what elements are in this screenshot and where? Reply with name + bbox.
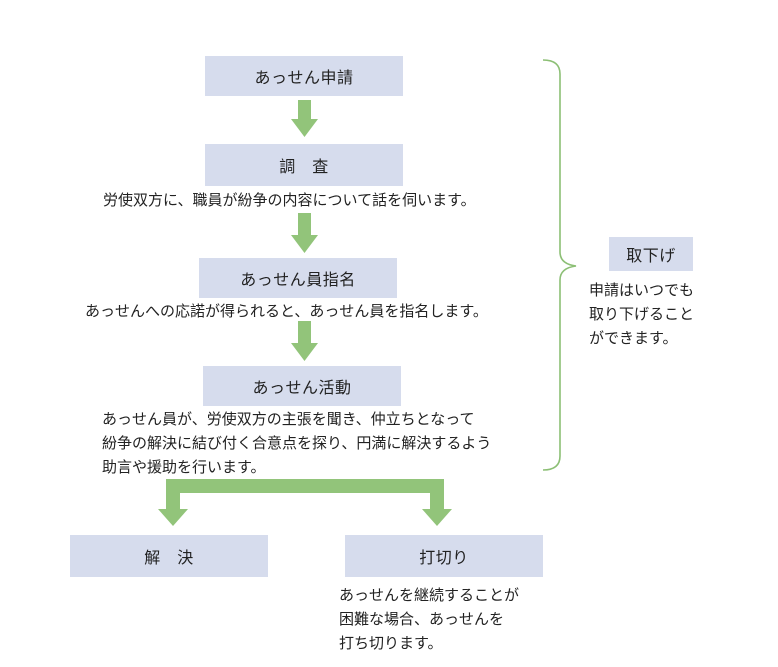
- outcome-terminate-description: あっせんを継続することが 困難な場合、あっせんを 打ち切ります。: [339, 583, 519, 655]
- arrow-down-2: [291, 213, 318, 253]
- outcome-terminate-box: 打切り: [345, 535, 543, 577]
- step-survey-box: 調 査: [205, 144, 403, 186]
- outcome-terminate-desc-line: あっせんを継続することが: [339, 586, 520, 604]
- split-arrow: [158, 479, 452, 526]
- step-apply-label: あっせん申請: [254, 68, 354, 87]
- step-activity-desc-line: 助言や援助を行います。: [102, 458, 266, 476]
- step-activity-box: あっせん活動: [203, 366, 401, 406]
- withdraw-bracket: [542, 59, 577, 471]
- withdraw-desc-line: 申請はいつでも: [589, 281, 695, 299]
- step-appoint-box: あっせん員指名: [199, 258, 397, 298]
- outcome-terminate-desc-line: 困難な場合、あっせんを: [339, 610, 505, 628]
- step-apply-box: あっせん申請: [205, 56, 403, 96]
- step-activity-description: あっせん員が、労使双方の主張を聞き、仲立ちとなって 紛争の解決に結び付く合意点を…: [102, 407, 491, 479]
- step-survey-description: 労使双方に、職員が紛争の内容について話を伺います。: [103, 191, 476, 209]
- withdraw-desc-line: ができます。: [589, 329, 678, 347]
- step-survey-label: 調 査: [279, 157, 329, 176]
- arrow-down-3: [291, 321, 318, 361]
- arrow-down-1: [291, 100, 318, 137]
- step-appoint-label: あっせん員指名: [240, 270, 356, 289]
- outcome-resolve-box: 解 決: [70, 535, 268, 577]
- outcome-terminate-label: 打切り: [419, 548, 469, 567]
- step-activity-label: あっせん活動: [252, 378, 352, 397]
- step-activity-desc-line: あっせん員が、労使双方の主張を聞き、仲立ちとなって: [102, 410, 475, 428]
- withdraw-label: 取下げ: [626, 246, 676, 265]
- step-appoint-description: あっせんへの応諾が得られると、あっせん員を指名します。: [85, 302, 488, 320]
- withdraw-description: 申請はいつでも 取り下げること ができます。: [589, 278, 694, 350]
- outcome-resolve-label: 解 決: [144, 548, 194, 567]
- withdraw-desc-line: 取り下げること: [589, 305, 695, 323]
- step-activity-desc-line: 紛争の解決に結び付く合意点を探り、円満に解決するよう: [102, 434, 492, 452]
- outcome-terminate-desc-line: 打ち切ります。: [339, 634, 443, 652]
- withdraw-box: 取下げ: [609, 237, 693, 271]
